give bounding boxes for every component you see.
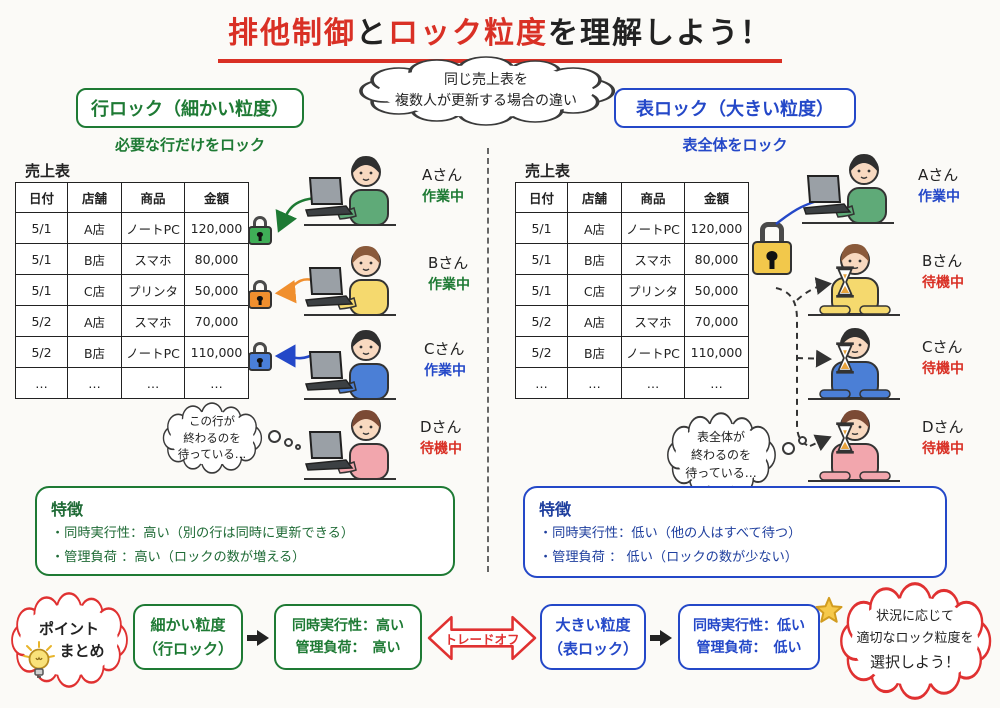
row-wait-thought-bubble: この行が 終わるのを 待っている…	[160, 402, 264, 474]
section-divider	[487, 148, 489, 572]
person-c-working-illustration	[300, 322, 400, 402]
title-keyword-exclusive-control: 排他制御	[228, 16, 356, 51]
table-wait-thought-bubble: 表全体が 終わるのを 待っている…	[664, 412, 778, 498]
title-keyword-lock-granularity: ロック粒度	[388, 16, 548, 51]
summary-fine-granularity-box: 細かい粒度 （行ロック）	[133, 604, 243, 670]
row-lock-subheader: 必要な行だけをロック	[114, 136, 265, 154]
table-lock-features-box: 特徴 ・同時実行性：低い（他の人はすべて待つ） ・管理負荷 ： 低い（ロックの数…	[523, 486, 947, 578]
person-a-working-illustration	[300, 148, 400, 228]
top-note-line2: 複数人が更新する場合の違い	[395, 93, 577, 109]
person-b2-status: 待機中	[922, 275, 964, 291]
person-a2-working-illustration	[798, 146, 898, 226]
left-table-title: 売上表	[25, 162, 71, 180]
person-b-status: 作業中	[428, 277, 470, 293]
row-lock-features-box: 特徴 ・同時実行性：高い（別の行は同時に更新できる） ・管理負荷 ：高い（ロック…	[35, 486, 455, 576]
person-c-status: 作業中	[424, 363, 466, 379]
person-d-status: 待機中	[420, 441, 462, 457]
tradeoff-arrow: トレードオフ	[426, 612, 538, 664]
person-a2-name: Aさん	[918, 166, 959, 184]
summary-coarse-granularity-box: 大きい粒度 （表ロック）	[540, 604, 646, 670]
person-c2-name: Cさん	[922, 338, 963, 356]
col-header: 金額	[684, 182, 749, 213]
hourglass-icon	[834, 264, 856, 300]
person-d-name: Dさん	[420, 418, 462, 436]
col-header: 商品	[621, 182, 685, 213]
table-lock-subheader: 表全体をロック	[682, 136, 788, 154]
flow-arrow-icon	[247, 630, 269, 646]
person-a2-status: 作業中	[918, 189, 960, 205]
lightbulb-icon	[22, 640, 56, 680]
row-lock-icon-blue	[248, 342, 272, 371]
thought-trail-dot	[268, 430, 281, 443]
person-b-working-illustration	[300, 238, 400, 318]
point-summary-bubble: ポイント まとめ	[8, 592, 130, 688]
row-lock-icon-orange	[248, 280, 272, 309]
row-lock-icon-green	[248, 216, 272, 245]
thought-trail-dot	[782, 442, 795, 455]
person-d2-name: Dさん	[922, 418, 964, 436]
right-table-title: 売上表	[525, 162, 571, 180]
person-d2-status: 待機中	[922, 441, 964, 457]
col-header: 金額	[184, 182, 249, 213]
page-title: 排他制御とロック粒度を理解しよう！	[0, 8, 1000, 63]
summary-fine-result-box: 同時実行性：高い 管理負荷： 高い	[274, 604, 422, 670]
advice-bubble: 状況に応じて 適切なロック粒度を 選択しよう！	[836, 582, 994, 700]
col-header: 店舗	[567, 182, 622, 213]
person-c-name: Cさん	[424, 340, 465, 358]
person-a-status: 作業中	[422, 189, 464, 205]
summary-coarse-result-box: 同時実行性：低い 管理負荷： 低い	[678, 604, 820, 670]
table-row: …………	[15, 367, 249, 399]
person-b2-name: Bさん	[922, 252, 963, 270]
row-lock-header: 行ロック（細かい粒度）	[76, 88, 304, 128]
flow-arrow-icon	[650, 630, 672, 646]
hourglass-icon	[834, 420, 856, 456]
col-header: 店舗	[67, 182, 122, 213]
col-header: 日付	[15, 182, 68, 213]
table-lock-icon-gold	[752, 222, 792, 275]
person-c2-status: 待機中	[922, 361, 964, 377]
table-row: …………	[515, 367, 749, 399]
table-lock-header: 表ロック（大きい粒度）	[614, 88, 856, 128]
col-header: 日付	[515, 182, 568, 213]
thought-trail-dot	[295, 444, 301, 450]
hourglass-icon	[834, 340, 856, 376]
thought-trail-dot	[284, 438, 293, 447]
top-note-line1: 同じ売上表を	[444, 72, 528, 88]
person-a-name: Aさん	[422, 166, 463, 184]
thought-trail-dot	[798, 436, 807, 445]
person-d-waiting-illustration	[300, 402, 400, 482]
col-header: 商品	[121, 182, 185, 213]
top-note-bubble: 同じ売上表を 複数人が更新する場合の違い	[352, 56, 620, 126]
person-b-name: Bさん	[428, 254, 469, 272]
